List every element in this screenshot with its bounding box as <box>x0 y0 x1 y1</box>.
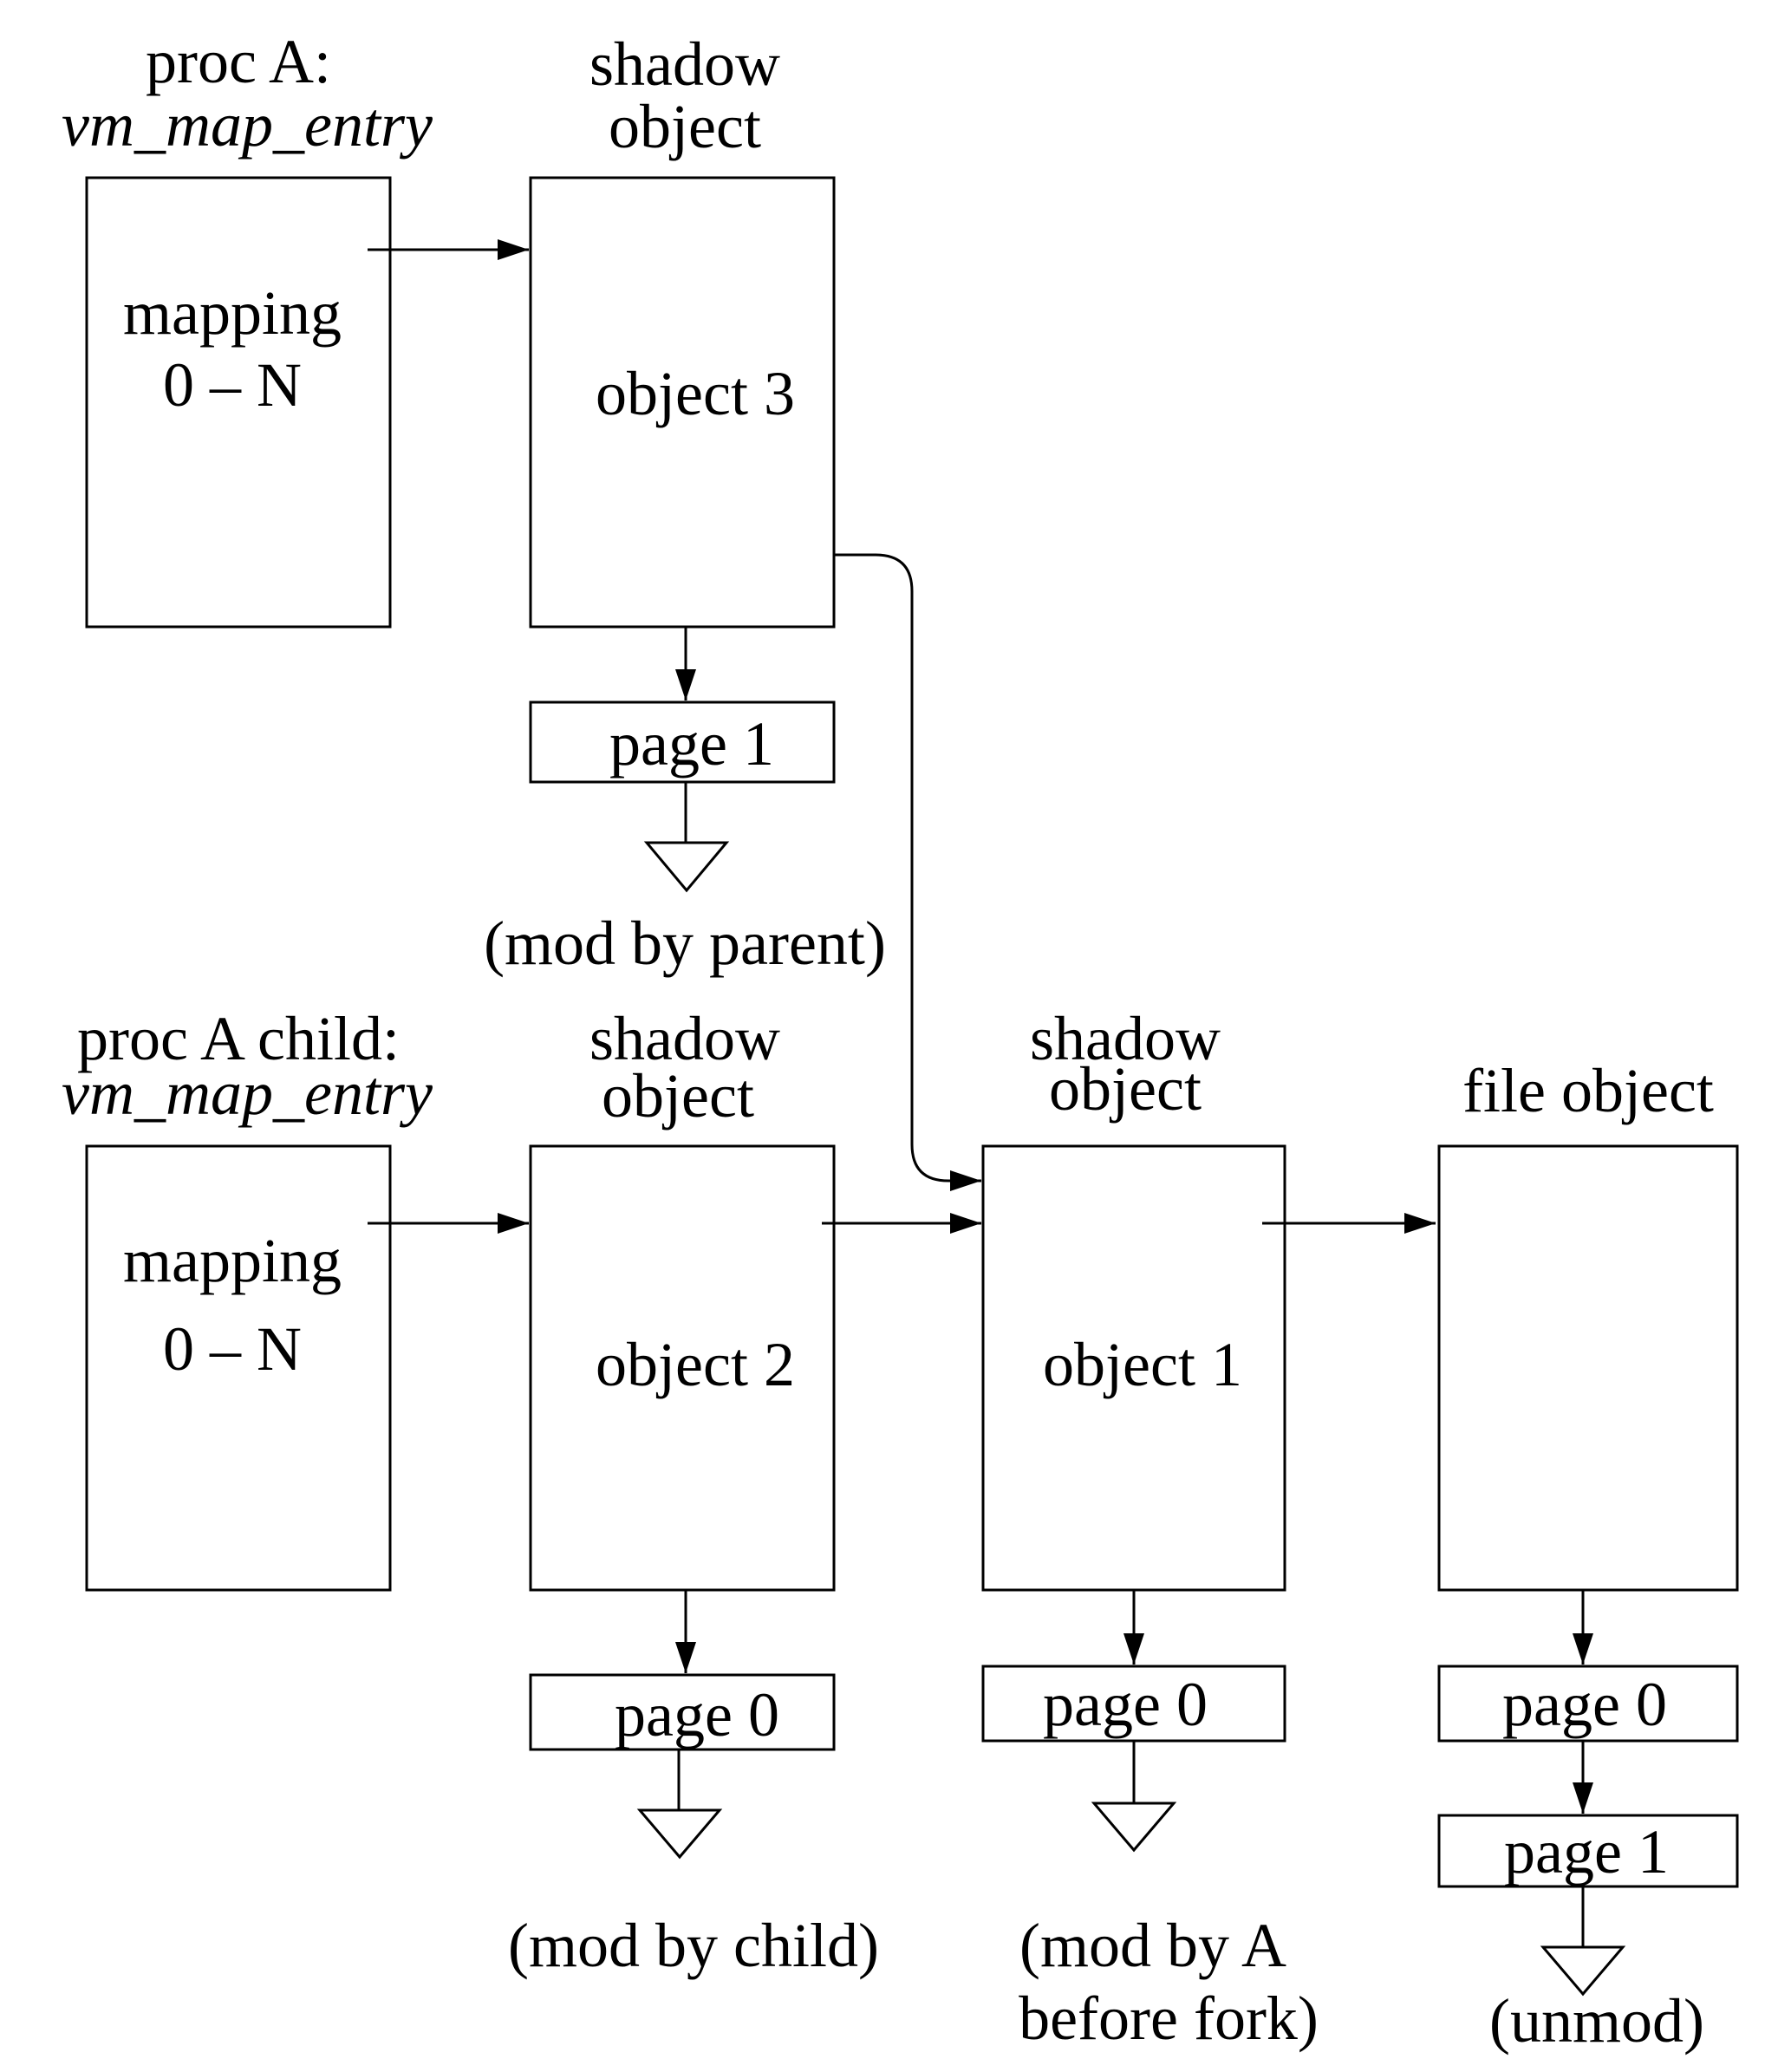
file-object-page0-label: page 0 <box>1502 1670 1667 1739</box>
file-object-note: (unmod) <box>1489 1986 1704 2056</box>
object2-page-label: page 0 <box>615 1680 779 1749</box>
object1-page-label: page 0 <box>1043 1670 1208 1739</box>
proc-a-heading: proc A: <box>146 27 331 96</box>
proc-a-child-mapping-range: 0 – N <box>163 1314 302 1384</box>
object2-page-null-terminator <box>636 1808 723 1860</box>
proc-a-map-entry-box <box>85 176 392 629</box>
object3-page-box <box>529 700 836 784</box>
object1-heading-line1: shadow <box>1030 1004 1221 1073</box>
file-object-page1-null-terminator <box>1540 1945 1626 1997</box>
object2-heading-line1: shadow <box>589 1004 780 1073</box>
object3-page-label: page 1 <box>609 709 774 779</box>
proc-a-entry-type: vm_map_entry <box>62 90 433 160</box>
proc-a-child-mapping-label: mapping <box>123 1226 342 1295</box>
proc-a-mapping-range: 0 – N <box>163 350 302 420</box>
file-object-page1-box <box>1437 1814 1739 1888</box>
object3-heading-line2: object <box>609 92 761 161</box>
object3-heading-line1: shadow <box>589 29 780 99</box>
object3-page-null-terminator <box>643 841 730 893</box>
object1-heading-line2: object <box>1049 1054 1202 1124</box>
file-object-page1-label: page 1 <box>1504 1817 1669 1886</box>
file-object-box <box>1437 1144 1739 1592</box>
object1-page-box <box>981 1665 1286 1743</box>
object2-label: object 2 <box>596 1330 795 1399</box>
proc-a-mapping-label: mapping <box>123 278 342 348</box>
object1-label: object 1 <box>1043 1330 1242 1399</box>
object1-note-line2: before fork) <box>1019 1984 1319 2053</box>
object1-box <box>981 1144 1286 1592</box>
proc-a-child-map-entry-box <box>85 1144 392 1592</box>
object1-note-line1: (mod by A <box>1019 1911 1286 1980</box>
object2-box <box>529 1144 836 1592</box>
object3-box <box>529 176 836 629</box>
object2-heading-line2: object <box>602 1061 754 1130</box>
object3-note: (mod by parent) <box>484 909 886 978</box>
proc-a-child-entry-type: vm_map_entry <box>62 1059 433 1128</box>
object3-label: object 3 <box>596 359 795 428</box>
object2-page-box <box>529 1673 836 1751</box>
object1-page-null-terminator <box>1091 1802 1177 1853</box>
arrow-object3-to-object1 <box>834 553 981 1191</box>
file-object-page0-box <box>1437 1665 1739 1743</box>
file-object-heading: file object <box>1462 1056 1714 1125</box>
object2-note: (mod by child) <box>508 1911 879 1980</box>
proc-a-child-heading: proc A child: <box>77 1004 400 1073</box>
